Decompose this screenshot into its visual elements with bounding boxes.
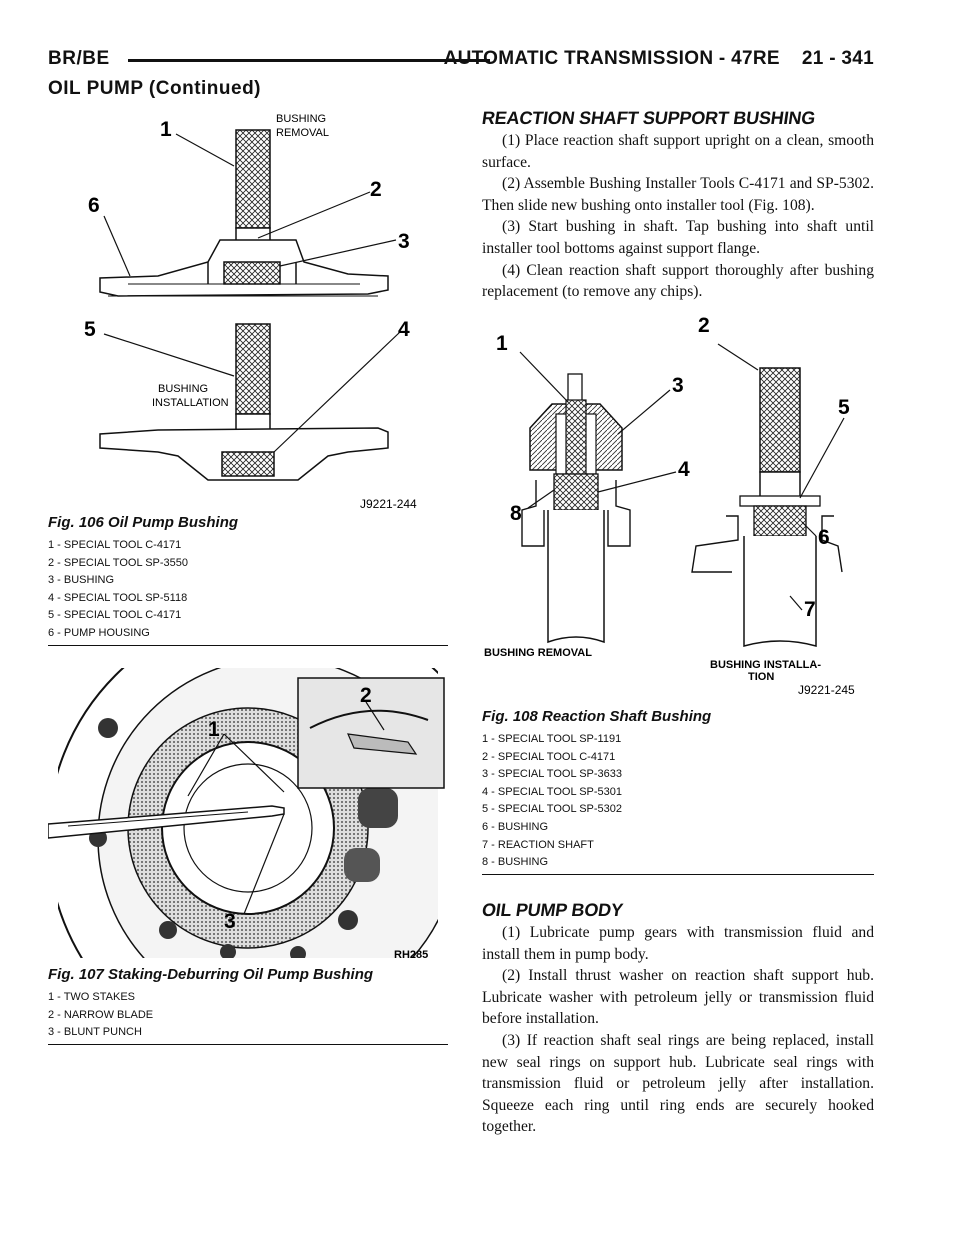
header-right: AUTOMATIC TRANSMISSION - 47RE 21 - 341 [444,48,874,70]
fig106-install-label-2: INSTALLATION [152,397,229,409]
fig107-callout-1: 1 [208,718,220,741]
fig106-legend-item: 4 - SPECIAL TOOL SP-5118 [48,591,188,604]
fig108-callout-5: 5 [838,396,850,419]
fig107-illustration: 1 2 3 RH285 [48,668,445,961]
fig106-legend-item: 2 - SPECIAL TOOL SP-3550 [48,556,189,569]
fig108-rule [482,873,874,875]
fig108-callout-2: 2 [698,314,710,337]
paragraph: (1) Place reaction shaft support upright… [482,132,874,171]
fig106-removal-label-2: REMOVAL [276,127,329,139]
fig107-legend: 1 - TWO STAKES 2 - NARROW BLADE 3 - BLUN… [48,989,448,1042]
paragraph: (2) Assemble Bushing Installer Tools C-4… [482,175,874,214]
fig108-illustration: 1 2 3 4 5 6 7 8 BUSHING REMOVAL BUSHING … [484,314,855,697]
paragraph: (2) Install thrust washer on reaction sh… [482,967,874,1028]
fig107-code: RH285 [394,949,428,961]
fig106-rule [48,644,448,646]
fig107-legend-item: 3 - BLUNT PUNCH [48,1026,142,1039]
section-heading-oil-pump-body: OIL PUMP BODY [480,900,625,920]
fig106-callout-2: 2 [370,178,382,201]
section-heading-reaction-shaft: REACTION SHAFT SUPPORT BUSHING [480,108,817,128]
fig108-install-label-1: BUSHING INSTALLA- [710,659,821,671]
fig108-callout-3: 3 [672,374,684,397]
fig106-callout-1: 1 [160,118,172,141]
fig106-legend-item: 3 - BUSHING [48,574,115,587]
fig108-title: Fig. 108 Reaction Shaft Bushing [482,708,712,725]
fig107-legend-item: 1 - TWO STAKES [48,991,135,1003]
paragraph: (3) Start bushing in shaft. Tap bushing … [482,218,874,257]
fig106-code: J9221-244 [360,497,417,511]
page-number: 21 - 341 [801,48,874,69]
fig106-legend: 1 - SPECIAL TOOL C-4171 2 - SPECIAL TOOL… [48,537,448,643]
figure-107: 1 2 3 RH285 Fig. 107 Staking-Deburring O… [48,668,448,1045]
fig106-removal-label-1: BUSHING [276,113,326,125]
fig108-legend-item: 8 - BUSHING [482,856,549,869]
fig106-illustration: BUSHING REMOVAL BUSHING INSTALLATION 1 2… [84,113,417,511]
fig108-legend-item: 2 - SPECIAL TOOL C-4171 [482,750,616,763]
paragraph: (4) Clean reaction shaft support thoroug… [482,261,874,301]
fig108-legend-item: 5 - SPECIAL TOOL SP-5302 [482,803,623,816]
fig106-callout-3: 3 [398,230,410,253]
fig106-callout-4: 4 [398,318,410,341]
fig108-callout-1: 1 [496,332,508,355]
fig106-legend-item: 5 - SPECIAL TOOL C-4171 [48,609,182,622]
header-left: BR/BE [48,48,110,69]
fig108-removal-label: BUSHING REMOVAL [484,647,592,659]
fig108-legend: 1 - SPECIAL TOOL SP-1191 2 - SPECIAL TOO… [482,731,874,872]
fig107-callout-2: 2 [360,684,372,707]
fig108-callout-4: 4 [678,458,690,481]
section2-body: (1) Lubricate pump gears with transmissi… [482,922,874,1138]
fig108-callout-6: 6 [818,526,830,549]
continued-heading: OIL PUMP (Continued) [48,78,262,99]
fig107-rule [48,1043,448,1045]
figure-108: 1 2 3 4 5 6 7 8 BUSHING REMOVAL BUSHING … [482,310,874,875]
fig108-callout-8: 8 [510,502,522,525]
section1-body: (1) Place reaction shaft support upright… [482,130,874,303]
fig106-title: Fig. 106 Oil Pump Bushing [48,514,239,531]
fig106-legend-item: 1 - SPECIAL TOOL C-4171 [48,539,182,551]
header-rule [128,59,490,62]
figure-106: BUSHING REMOVAL BUSHING INSTALLATION 1 2… [48,106,448,646]
fig108-legend-item: 1 - SPECIAL TOOL SP-1191 [482,733,622,745]
fig107-legend-item: 2 - NARROW BLADE [48,1008,154,1021]
fig107-title: Fig. 107 Staking-Deburring Oil Pump Bush… [48,966,374,983]
fig107-callout-3: 3 [224,910,236,933]
fig106-callout-5: 5 [84,318,96,341]
fig106-callout-6: 6 [88,194,100,217]
fig108-code: J9221-245 [798,683,855,697]
fig108-install-label-2: TION [748,671,774,683]
paragraph: (3) If reaction shaft seal rings are bei… [482,1031,874,1136]
paragraph: (1) Lubricate pump gears with transmissi… [482,924,874,963]
fig108-legend-item: 7 - REACTION SHAFT [482,838,594,851]
fig108-callout-7: 7 [804,598,816,621]
fig106-legend-item: 6 - PUMP HOUSING [48,626,150,639]
fig108-legend-item: 3 - SPECIAL TOOL SP-3633 [482,768,623,781]
fig108-legend-item: 4 - SPECIAL TOOL SP-5301 [482,785,623,798]
fig106-install-label-1: BUSHING [158,383,208,395]
fig108-legend-item: 6 - BUSHING [482,820,549,833]
header-title: AUTOMATIC TRANSMISSION - 47RE [443,48,780,69]
